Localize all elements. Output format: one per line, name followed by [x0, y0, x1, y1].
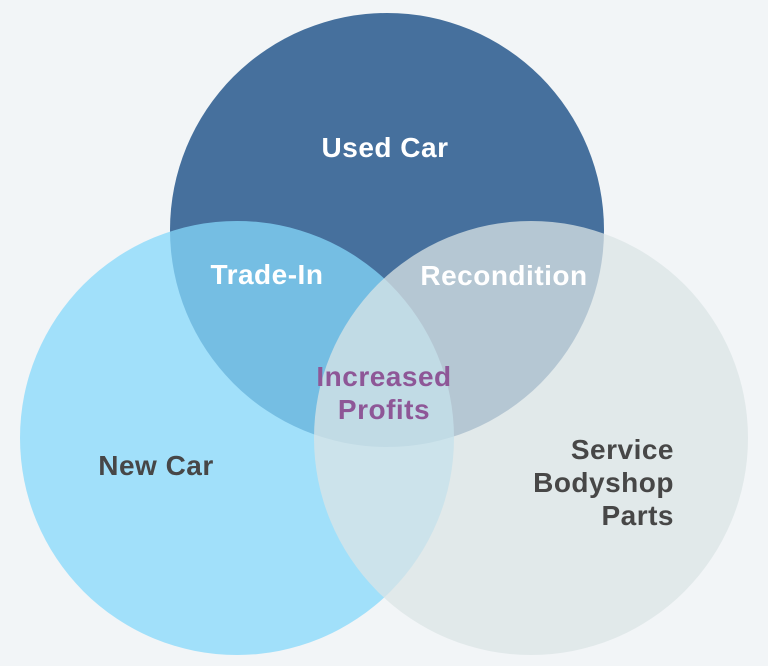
- parts-line: Parts: [601, 500, 674, 531]
- service-bodyshop-parts-circle: [314, 221, 748, 655]
- used-car-label: Used Car: [321, 132, 449, 163]
- trade-in-overlap-label: Trade-In: [210, 259, 324, 290]
- increased-profits-label: Increased Profits: [234, 360, 534, 426]
- bodyshop-line: Bodyshop: [533, 467, 674, 498]
- service-line: Service: [570, 434, 674, 465]
- new-car-label: New Car: [98, 450, 214, 481]
- recondition-overlap-label: Recondition: [420, 260, 588, 291]
- increased-profits-line-2: Profits: [337, 394, 431, 425]
- service-bodyshop-parts-label: Service Bodyshop Parts: [374, 433, 674, 532]
- increased-profits-line-1: Increased: [316, 361, 452, 392]
